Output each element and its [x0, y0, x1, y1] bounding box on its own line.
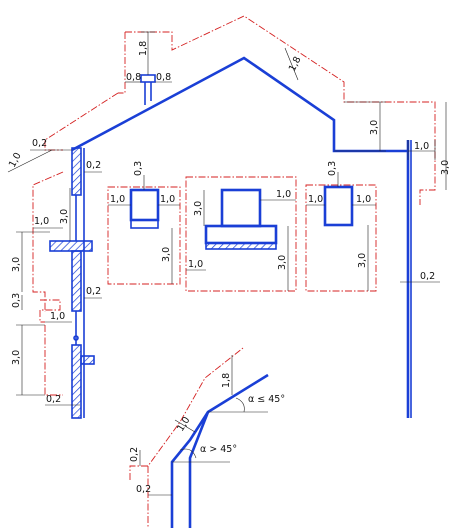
chimney-left-label: 0,8	[126, 72, 141, 83]
window1-left-label: 1,0	[110, 194, 125, 205]
window-1-frame	[129, 188, 160, 222]
left-ext-width-label: 1,0	[34, 216, 49, 227]
window-2-frame	[323, 185, 354, 227]
eave-left-label: 0,2	[32, 138, 47, 149]
protection-zone-outlines	[32, 15, 436, 528]
detail-left-height-label: 0,2	[129, 447, 140, 462]
door-threshold-hatch	[205, 242, 277, 250]
left-sill-hatch	[80, 355, 95, 365]
window1-top-label: 0,3	[133, 161, 144, 176]
left-wall-low-hatch	[71, 344, 82, 419]
dimension-labels: 1,8 0,8 0,8 1,8 3,0 1,0 3,0 0,2 0,2 1,0 …	[7, 41, 451, 495]
detail-slope-label: 1,0	[175, 415, 192, 434]
left-wall-top-label: 0,2	[86, 160, 101, 171]
left-ext-height-label: 3,0	[59, 209, 70, 224]
left-balcony-hatch	[49, 240, 93, 252]
detail-bottom-label: 0,2	[136, 484, 151, 495]
right-wall-height-label: 3,0	[440, 160, 451, 175]
building-outline	[49, 56, 412, 528]
window2-top-label: 0,3	[327, 161, 338, 176]
window1-right-label: 1,0	[160, 194, 175, 205]
left-wall-lower-zone	[39, 299, 61, 323]
left-balcony-label: 3,0	[11, 257, 22, 272]
angle-large-label: α > 45°	[200, 444, 237, 455]
window1-height-label: 3,0	[161, 247, 172, 262]
window2-left-label: 1,0	[308, 194, 323, 205]
left-wall-upper-hatch	[71, 147, 82, 196]
ridge-drop-label: 3,0	[369, 120, 380, 135]
chimney-right-label: 0,8	[156, 72, 171, 83]
angle-arc-small	[235, 397, 245, 413]
dimension-lines	[7, 31, 447, 496]
angle-arc-large	[179, 448, 197, 459]
right-wall-width-label: 1,0	[414, 141, 429, 152]
door-width-label: 1,0	[188, 259, 203, 270]
left-low-width-label: 1,0	[50, 311, 65, 322]
left-wall-bottom-zone	[44, 325, 63, 396]
left-low-height-label: 3,0	[11, 350, 22, 365]
door-upper	[220, 188, 262, 228]
chimney-height-label: 1,8	[138, 41, 149, 56]
left-wall-pin	[73, 335, 79, 341]
left-mid-depth-label: 0,2	[86, 286, 101, 297]
roof-line	[71, 56, 408, 153]
window2-height-label: 3,0	[357, 253, 368, 268]
window-2-zone	[305, 184, 377, 292]
window-1-sill	[130, 219, 159, 229]
roof-offset-label: 1,8	[287, 55, 304, 73]
detail-rise-label: 1,8	[221, 373, 232, 388]
detail-wall-outer	[188, 411, 210, 528]
door-base	[204, 224, 278, 245]
angle-small-label: α ≤ 45°	[248, 394, 285, 405]
door-zone	[185, 176, 297, 292]
left-wall-upper-zone	[32, 171, 64, 312]
left-mid-gap-label: 0,3	[11, 293, 22, 308]
door-right-label: 1,0	[276, 189, 291, 200]
chimney-cap	[140, 74, 156, 83]
detail-protection-zone	[129, 347, 244, 480]
eave-slope-label: 1,0	[7, 151, 24, 170]
detail-roof-edge	[170, 373, 269, 528]
right-wall-depth-label: 0,2	[420, 271, 435, 282]
chimney-zone-left	[118, 32, 126, 94]
door-height-label: 3,0	[193, 201, 204, 216]
window2-right-label: 1,0	[356, 194, 371, 205]
roof-protection-zone	[125, 15, 436, 205]
window-1-zone	[107, 186, 181, 285]
left-eave-zone	[44, 92, 119, 151]
left-bottom-label: 0,2	[46, 394, 61, 405]
door-side-height-label: 3,0	[277, 255, 288, 270]
left-wall-mid-hatch	[71, 250, 82, 312]
